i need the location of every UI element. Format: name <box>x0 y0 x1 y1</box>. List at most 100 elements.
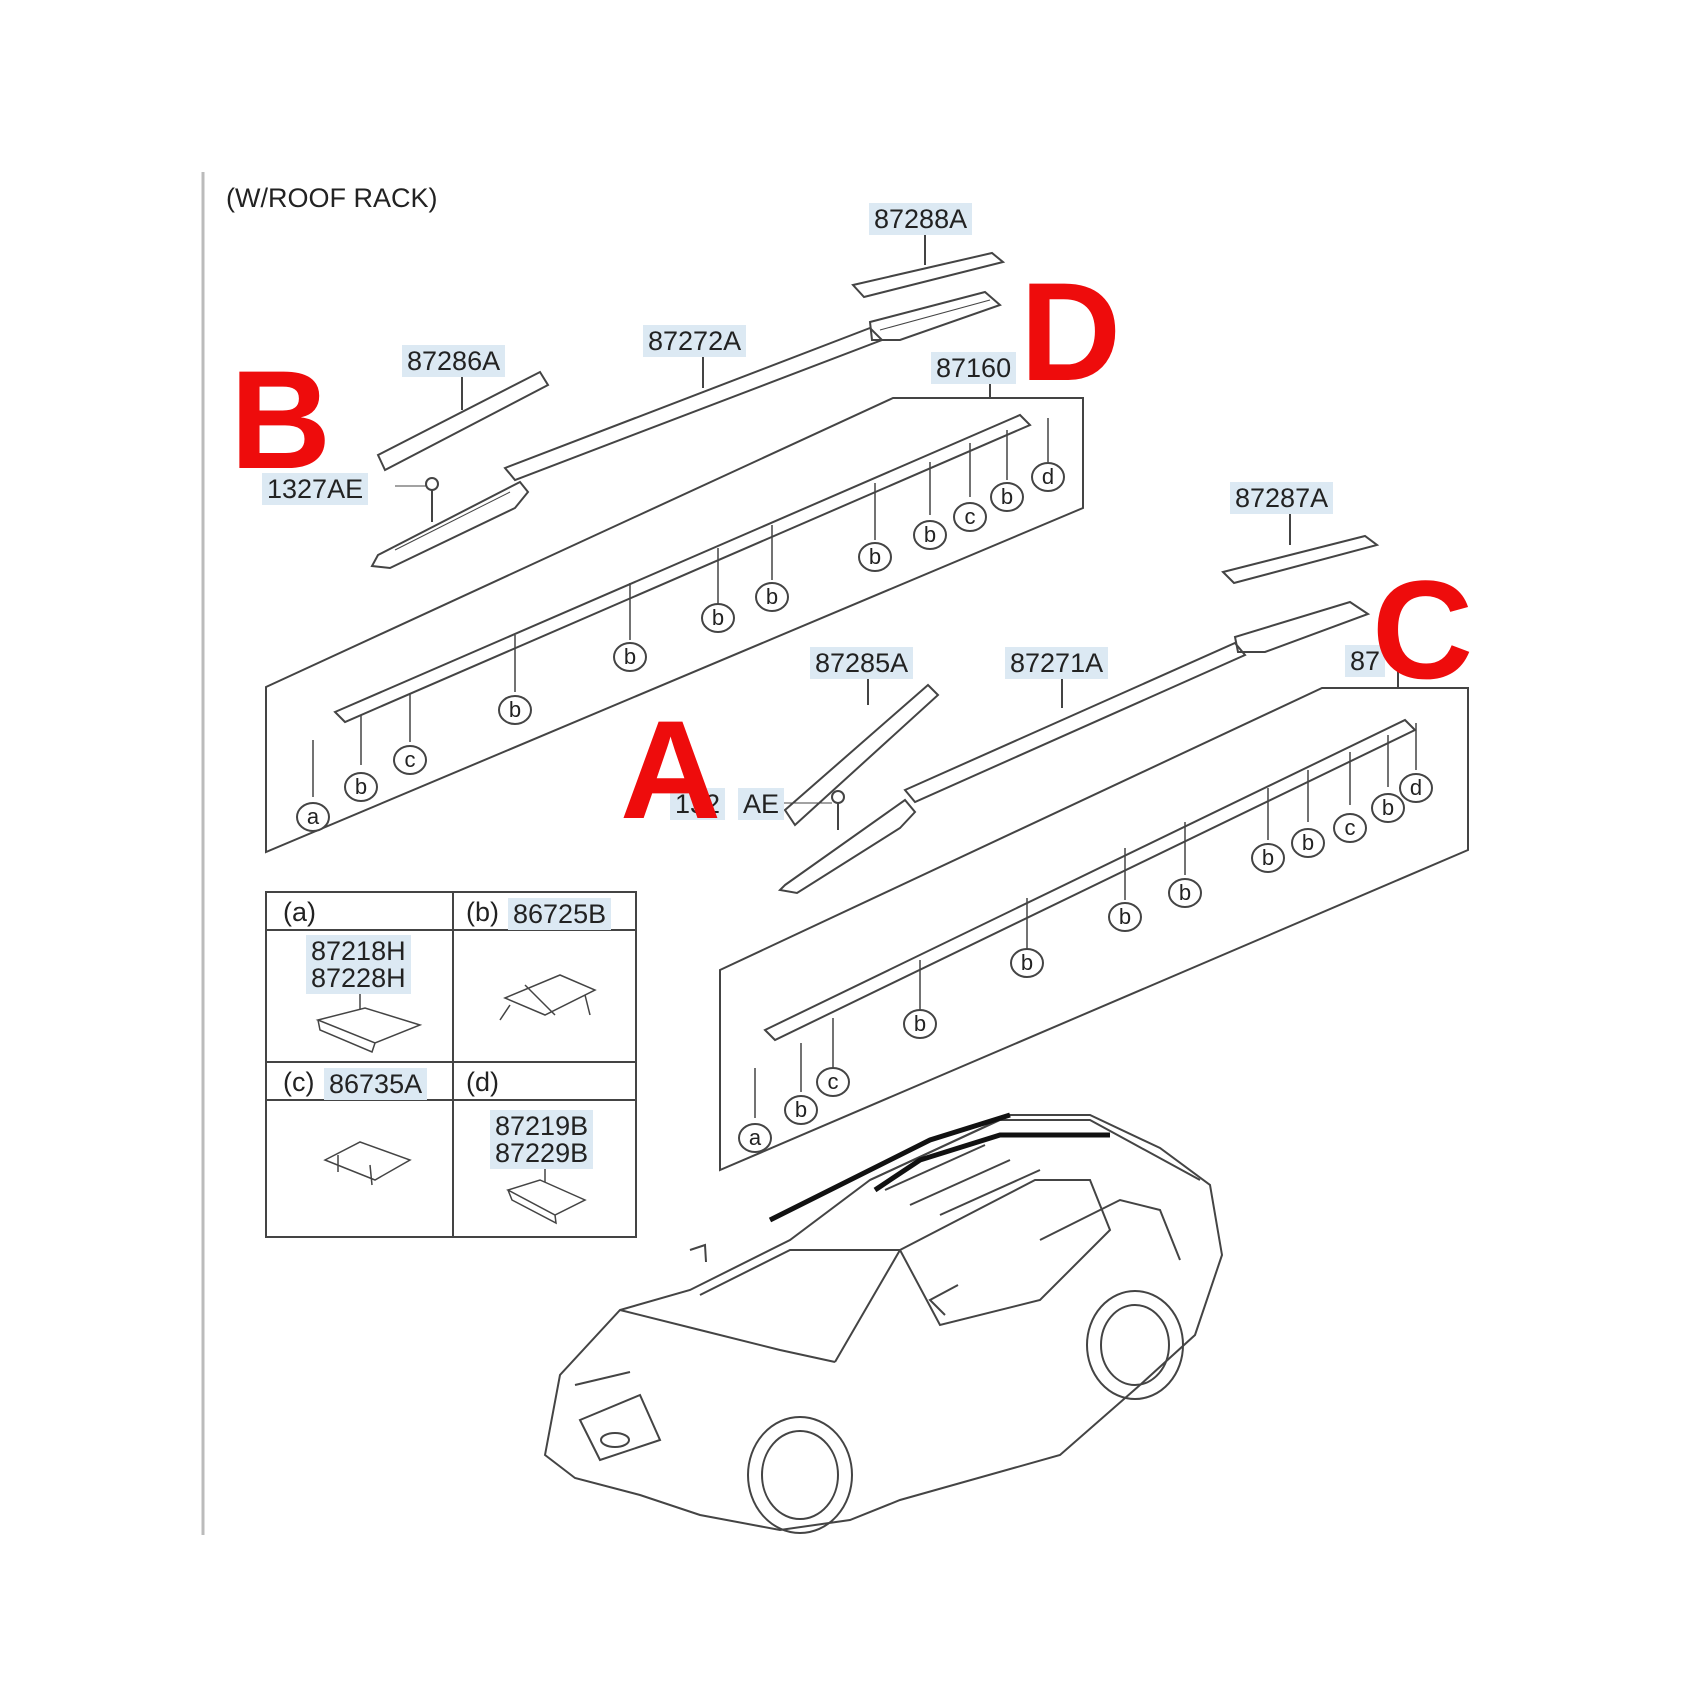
svg-text:b: b <box>869 544 881 569</box>
svg-text:b: b <box>1382 795 1394 820</box>
part-label-1327AE-upper: 1327AE <box>262 473 369 505</box>
marker-B: B <box>230 341 332 498</box>
legend-part-87228H: 87228H <box>306 962 411 994</box>
part-label-87287A: 87287A <box>1230 482 1334 514</box>
front-foot-lower <box>777 798 917 895</box>
svg-text:b: b <box>914 1011 926 1036</box>
clip-1327AE-upper <box>425 477 439 491</box>
svg-text:b: b <box>624 644 636 669</box>
callout-d: d <box>1031 462 1065 492</box>
front-foot-upper <box>370 480 530 570</box>
rail-87272A <box>503 326 884 482</box>
cover-87286A <box>376 370 550 472</box>
callout-a: a <box>296 802 330 832</box>
legend-part-86735A: 86735A <box>324 1068 428 1100</box>
callout-b: b <box>1108 902 1142 932</box>
callout-d: d <box>1399 773 1433 803</box>
callout-b: b <box>1291 828 1325 858</box>
svg-text:b: b <box>1119 904 1131 929</box>
svg-text:b: b <box>1021 950 1033 975</box>
car-illustration <box>543 1112 1224 1534</box>
part-label-87286A: 87286A <box>402 345 506 377</box>
moulding-87170 <box>763 718 1417 1042</box>
legend-letter-c: (c) <box>283 1067 315 1097</box>
diagram-caption: (W/ROOF RACK) <box>226 183 438 213</box>
callout-c: c <box>953 502 987 532</box>
cover-87288A <box>851 251 1006 299</box>
part-label-1327AE-lower-tail: AE <box>738 788 785 820</box>
legend-part-87218H: 87218H <box>306 935 411 967</box>
part-sketch-b <box>499 974 597 1021</box>
svg-text:b: b <box>1179 880 1191 905</box>
part-label-87288A: 87288A <box>869 203 973 235</box>
callout-b: b <box>1371 793 1405 823</box>
callout-b: b <box>990 482 1024 512</box>
callout-b: b <box>903 1009 937 1039</box>
svg-text:b: b <box>712 605 724 630</box>
svg-text:b: b <box>1262 845 1274 870</box>
part-sketch-c <box>323 1141 412 1186</box>
callout-b: b <box>613 642 647 672</box>
end-cap-c <box>1233 600 1371 653</box>
legend-letter-d: (d) <box>466 1067 500 1097</box>
part-label-87272A: 87272A <box>643 325 747 357</box>
cover-87285A <box>783 683 940 827</box>
marker-C: C <box>1372 551 1474 708</box>
part-label-87170-partial: 87 <box>1345 645 1386 677</box>
legend-letter-a: (a) <box>283 897 317 927</box>
callout-b: b <box>701 603 735 633</box>
part-label-87271A: 87271A <box>1005 647 1109 679</box>
svg-text:c: c <box>1345 815 1356 840</box>
part-sketch-d <box>506 1179 587 1225</box>
svg-text:c: c <box>405 747 416 772</box>
callout-c: c <box>1333 813 1367 843</box>
part-label-1327AE-lower-head: 132 <box>670 788 726 820</box>
svg-text:d: d <box>1410 775 1422 800</box>
callout-b: b <box>784 1095 818 1125</box>
part-sketch-a <box>315 1007 423 1054</box>
callout-b: b <box>344 772 378 802</box>
svg-text:a: a <box>307 804 320 829</box>
rail-87271A <box>903 641 1247 804</box>
legend-part-87229B: 87229B <box>490 1137 594 1169</box>
callout-b: b <box>498 695 532 725</box>
cover-87287A <box>1221 534 1380 585</box>
fastener-arrows-lower <box>754 723 1417 1118</box>
marker-A: A <box>620 691 722 848</box>
svg-text:b: b <box>509 697 521 722</box>
legend-part-87219B: 87219B <box>490 1110 594 1142</box>
svg-text:b: b <box>355 774 367 799</box>
part-label-87160: 87160 <box>931 352 1017 384</box>
svg-text:b: b <box>1302 830 1314 855</box>
svg-text:b: b <box>766 584 778 609</box>
moulding-87160 <box>333 413 1032 724</box>
part-label-87285A: 87285A <box>810 647 914 679</box>
clip-1327AE-lower <box>831 790 845 804</box>
svg-text:b: b <box>924 522 936 547</box>
svg-text:d: d <box>1042 464 1054 489</box>
legend-part-86725B: 86725B <box>508 898 612 930</box>
moulding-box-87160 <box>265 397 1084 854</box>
fastener-arrows-upper <box>312 418 1049 797</box>
callout-c: c <box>393 745 427 775</box>
callout-b: b <box>913 520 947 550</box>
svg-text:c: c <box>965 504 976 529</box>
svg-text:b: b <box>795 1097 807 1122</box>
svg-text:c: c <box>828 1069 839 1094</box>
svg-text:a: a <box>749 1125 762 1150</box>
callout-b: b <box>1168 878 1202 908</box>
end-cap-d-upper <box>868 290 1002 341</box>
callout-b: b <box>1010 948 1044 978</box>
callout-b: b <box>755 582 789 612</box>
callout-a: a <box>738 1123 772 1153</box>
moulding-box-87170 <box>719 687 1469 1172</box>
svg-text:b: b <box>1001 484 1013 509</box>
legend-grid <box>265 891 637 1238</box>
callout-c: c <box>816 1067 850 1097</box>
marker-D: D <box>1020 253 1122 410</box>
callout-b: b <box>1251 843 1285 873</box>
callout-b: b <box>858 542 892 572</box>
